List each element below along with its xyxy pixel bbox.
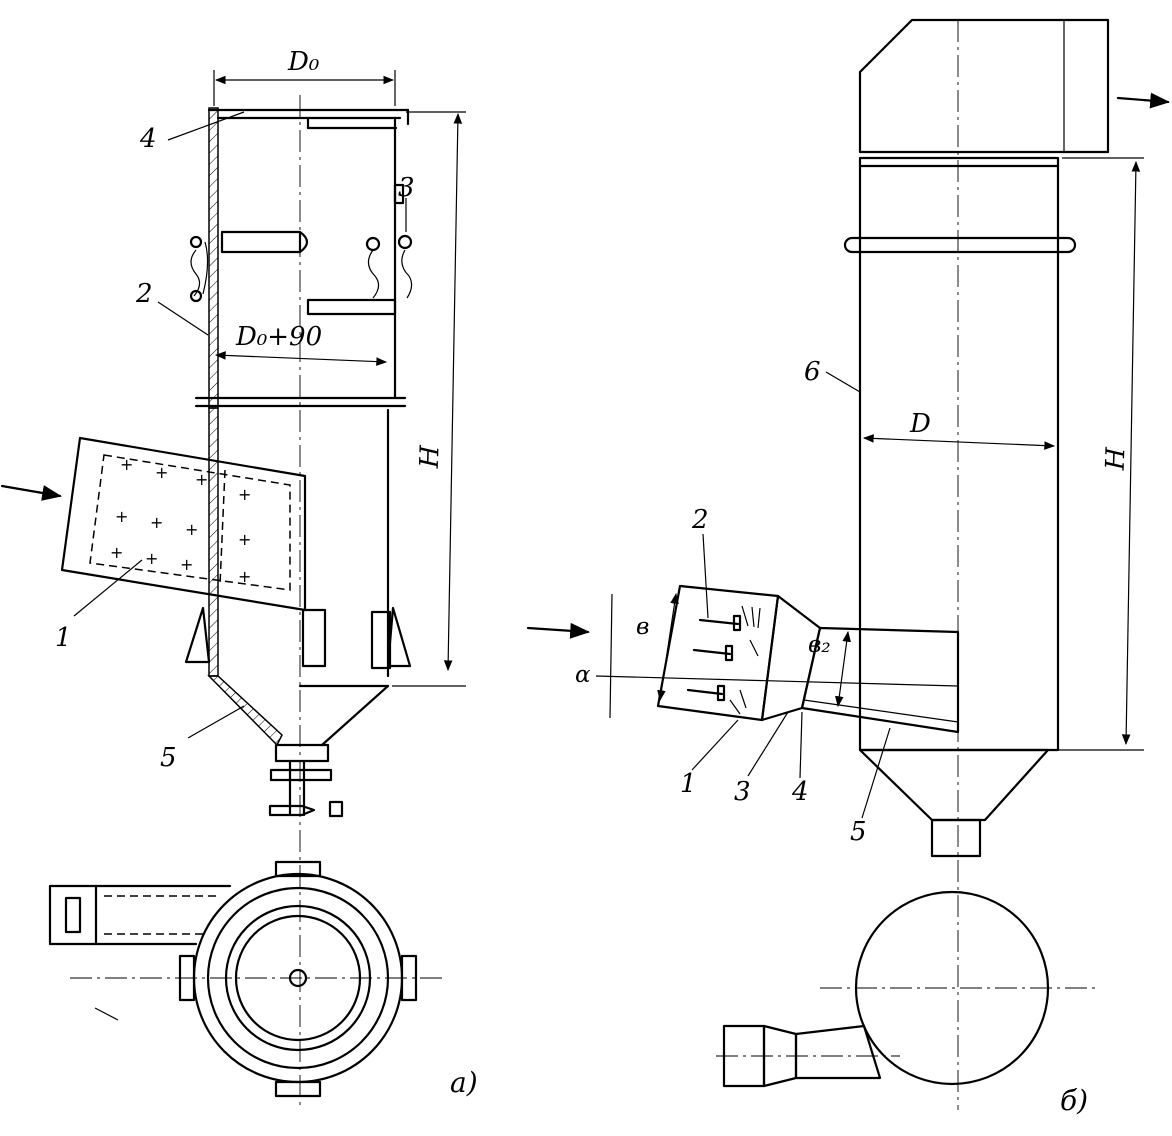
view-a-drain-nut	[269, 768, 333, 782]
view-a-left-leg	[184, 606, 211, 664]
svg-text:+: +	[185, 520, 198, 539]
svg-text:+: +	[238, 567, 251, 586]
view-b-outlet-head	[858, 18, 1110, 154]
view-a-cone-right	[320, 684, 390, 747]
view-b-dim-b-line	[657, 592, 679, 702]
svg-text:+: +	[238, 530, 251, 549]
view-b-dim-d-line	[862, 434, 1056, 450]
view-a-burner-dashed	[89, 454, 291, 591]
view-a-left-wall-lower	[208, 407, 219, 677]
view-b-dim-b-label: в	[636, 614, 649, 640]
view-a-part-3: 3	[398, 173, 415, 203]
view-a-wall-lug	[393, 183, 405, 205]
view-a-inner-rod	[220, 230, 302, 254]
view-b-dim-b2-label: в₂	[808, 632, 831, 658]
view-b-cone	[858, 748, 1050, 822]
view-a-burner-dashed-mid	[219, 469, 226, 586]
view-b-dim-h-line	[1121, 160, 1141, 746]
view-a-igniters	[189, 234, 413, 303]
svg-text:+: +	[115, 507, 128, 526]
view-b-part-1: 1	[680, 769, 697, 799]
view-a-dim-d0-label: D₀	[287, 47, 320, 77]
view-b-dim-alpha-label: α	[575, 662, 591, 688]
view-a-drain-flange	[274, 743, 330, 763]
svg-text:+: +	[150, 513, 163, 532]
view-a-right-clamp	[370, 610, 392, 670]
view-a-inner-plate	[306, 298, 397, 316]
view-b-part-5: 5	[850, 817, 867, 847]
view-a-burner-box	[60, 436, 307, 612]
view-a-burner-holes: + + + + + + + + + + + +	[110, 455, 251, 586]
view-b-caption: б)	[1060, 1084, 1088, 1117]
view-b-dim-h-label: H	[1101, 446, 1132, 472]
view-b-part-3: 3	[734, 777, 751, 807]
svg-text:+: +	[110, 543, 123, 562]
view-a-right-leg	[386, 606, 412, 668]
svg-text:+: +	[145, 549, 158, 568]
svg-text:+: +	[120, 455, 133, 474]
view-b-ring	[843, 236, 1077, 254]
svg-text:+: +	[180, 555, 193, 574]
view-a-dim-d0-90-label: D₀+90	[235, 322, 322, 352]
view-a-dim-h-line	[443, 112, 463, 672]
view-a-dim-d0-90-line	[214, 351, 388, 366]
svg-text:+: +	[238, 485, 251, 504]
view-a-drain-plug	[328, 800, 344, 818]
view-a-part-2: 2	[135, 279, 153, 309]
svg-text:+: +	[155, 463, 168, 482]
view-a-plan: a)	[48, 860, 478, 1099]
view-b: D H в в₂ α 2 6 1 3 4 5	[526, 18, 1170, 1117]
view-b-burner-nozzles	[686, 605, 761, 715]
view-b-part-2: 2	[691, 505, 709, 535]
view-a: + + + + + + + + + + + + D₀ D₀+90 H	[0, 47, 478, 1110]
view-a-drain-tip	[268, 804, 316, 817]
view-a-cone-wall	[207, 675, 283, 747]
view-a-rod-cap	[298, 230, 309, 254]
svg-text:+: +	[195, 470, 208, 489]
view-b-inlet-arrow	[526, 622, 590, 639]
view-b-drain-pipe	[930, 818, 982, 858]
view-a-caption: a)	[450, 1066, 478, 1099]
view-b-part-6: 6	[804, 357, 821, 387]
view-b-part-4: 4	[791, 777, 809, 807]
view-a-part-4: 4	[139, 124, 157, 154]
view-b-dim-d-label: D	[909, 409, 931, 439]
view-a-inlet-arrow	[0, 484, 62, 501]
view-a-dim-h-label: H	[415, 444, 446, 470]
view-b-outlet-arrow	[1116, 92, 1170, 109]
view-a-left-wall-upper	[208, 107, 219, 409]
view-a-part-5: 5	[160, 743, 177, 773]
view-b-dim-b2-line	[835, 630, 851, 708]
view-a-part-1: 1	[55, 623, 72, 653]
view-a-left-clamp	[301, 608, 327, 668]
view-b-plan: б)	[716, 890, 1100, 1117]
